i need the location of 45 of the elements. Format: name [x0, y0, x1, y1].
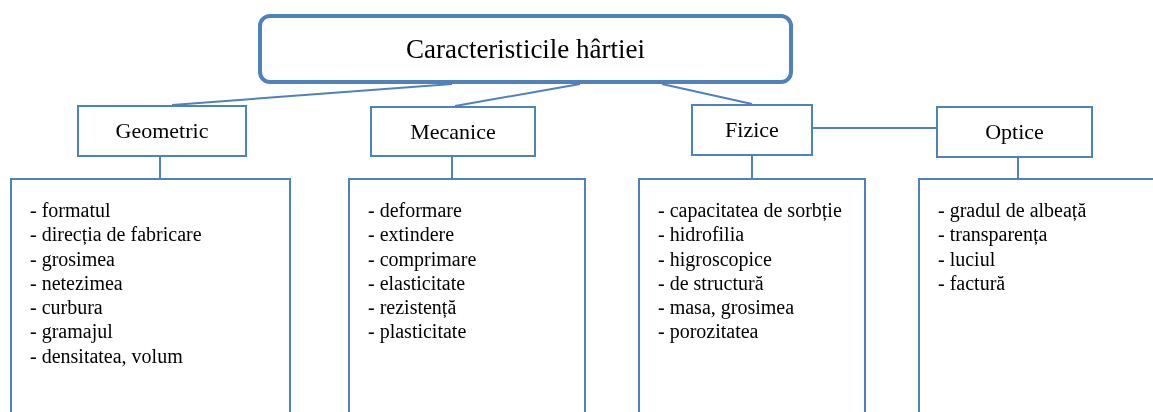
- list-box: [10, 178, 291, 412]
- connector-line: [451, 156, 453, 179]
- category-box: [370, 106, 536, 157]
- list-box: [918, 178, 1153, 412]
- list-item: - curbura: [30, 295, 104, 320]
- list-item: - masa, grosimea: [658, 295, 796, 320]
- list-item: - gramajul: [30, 319, 114, 344]
- list-item: - netezimea: [30, 271, 124, 296]
- list-item: - gradul de albeață: [938, 198, 1088, 223]
- category-box: [936, 106, 1093, 158]
- category-label: Fizice: [725, 117, 779, 143]
- list-item: - luciul: [938, 246, 997, 271]
- connector-line: [171, 83, 453, 106]
- list-item: - transparența: [938, 222, 1049, 247]
- list-item: - factură: [938, 270, 1007, 296]
- title-text: Caracteristicile hârtiei: [405, 33, 646, 65]
- list-item: - grosimea: [30, 246, 116, 271]
- connector-line: [751, 155, 753, 179]
- title-box: [258, 14, 793, 84]
- category-label: Optice: [985, 119, 1044, 145]
- list-item: - densitatea, volum: [30, 343, 184, 369]
- list-item: - porozitatea: [658, 319, 760, 344]
- list-item: - rezistență: [368, 295, 458, 320]
- list-item: - capacitatea de sorbție: [658, 198, 843, 223]
- list-box: [638, 178, 866, 412]
- connector-line: [1017, 157, 1019, 179]
- category-box: [77, 105, 247, 157]
- list-item: - extindere: [368, 222, 456, 247]
- list-item: - de structură: [658, 271, 765, 296]
- list-item: - formatul: [30, 198, 112, 223]
- connector-line: [159, 156, 161, 179]
- category-label: Mecanice: [410, 118, 496, 145]
- list-item: - direcția de fabricare: [30, 222, 203, 247]
- category-label: Geometric: [115, 118, 209, 144]
- list-item: - deformare: [368, 198, 463, 223]
- connector-line: [812, 127, 937, 129]
- list-box: [348, 178, 586, 412]
- list-item: - higroscopice: [658, 246, 773, 271]
- list-item: - comprimare: [368, 246, 478, 271]
- category-box: [691, 104, 813, 156]
- connector-line: [661, 83, 753, 105]
- list-item: - hidrofilia: [658, 222, 746, 247]
- list-item: - elasticitate: [368, 271, 467, 296]
- list-item: - plasticitate: [368, 319, 468, 344]
- connector-line: [454, 83, 581, 107]
